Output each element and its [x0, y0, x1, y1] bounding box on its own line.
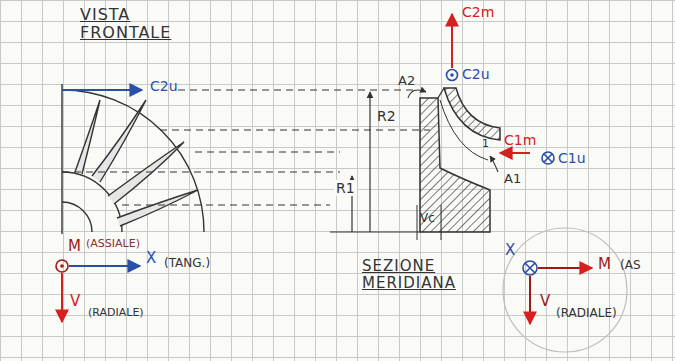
- axis-label: V: [540, 293, 550, 310]
- view-heading: VISTA FRONTALE: [80, 6, 185, 43]
- axis-note: (AS: [620, 259, 641, 273]
- section-label: A2: [398, 74, 415, 89]
- velocity-label: C2m: [462, 4, 494, 20]
- axis-note: (TANG.): [164, 257, 210, 271]
- velocity-label: C1m: [504, 132, 536, 148]
- axis-label: V: [70, 293, 80, 310]
- velocity-label: C2u: [150, 78, 178, 94]
- section-label: A1: [504, 172, 521, 187]
- axis-note: (ASSIALE): [86, 238, 140, 251]
- dimension-label: Vc: [420, 212, 435, 226]
- axis-label: M: [68, 238, 81, 255]
- axis-label: X: [146, 250, 156, 267]
- axis-label: M: [598, 256, 611, 273]
- view-heading: SEZIONE MERIDIANA: [362, 258, 492, 293]
- velocity-label: C1u: [558, 150, 586, 166]
- point-label: 1: [482, 138, 489, 151]
- radius-label: R2: [377, 108, 396, 124]
- axis-note: (RADIALE): [88, 307, 144, 320]
- axis-note: (RADIALE): [556, 307, 617, 321]
- axis-label: X: [505, 242, 515, 259]
- radius-label: R1: [334, 180, 357, 196]
- velocity-label: C2u: [462, 66, 490, 82]
